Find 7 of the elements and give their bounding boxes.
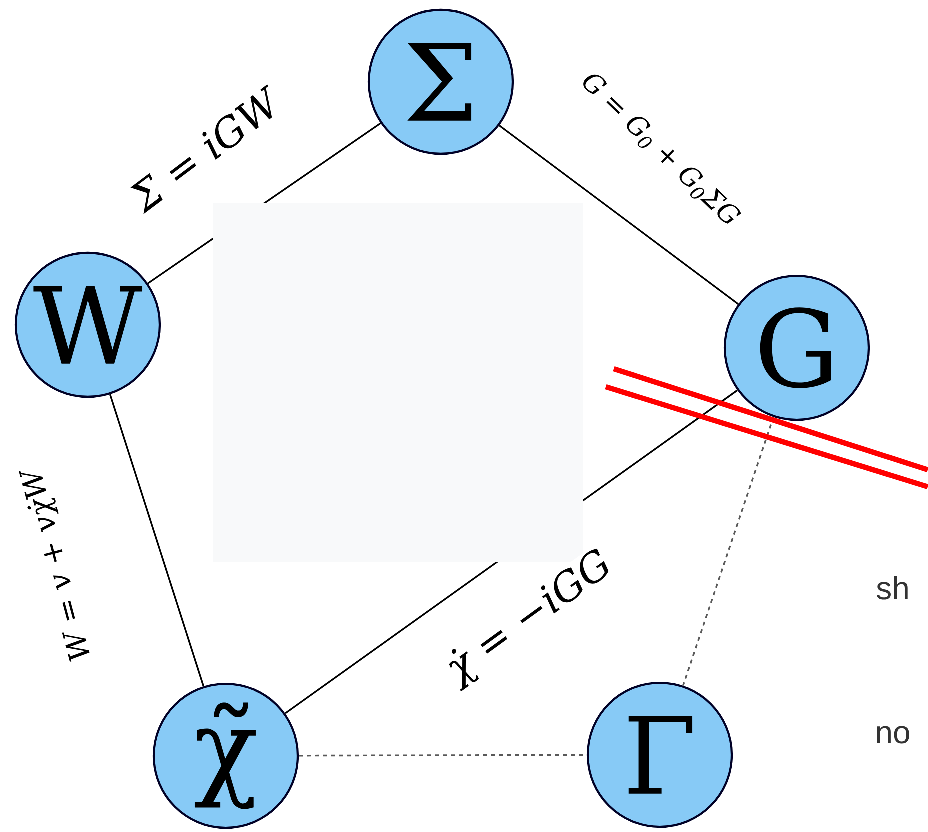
connector-line — [499, 125, 739, 305]
text-fragment: no — [877, 726, 910, 744]
edge-label: W = v + vχ̇W — [16, 464, 100, 666]
text-fragment: sh — [877, 576, 908, 600]
edge-label: G = G$_{0}$ + G$_{0}$ΣG — [574, 67, 746, 233]
connector-line — [682, 416, 775, 686]
connector-line — [109, 394, 205, 687]
